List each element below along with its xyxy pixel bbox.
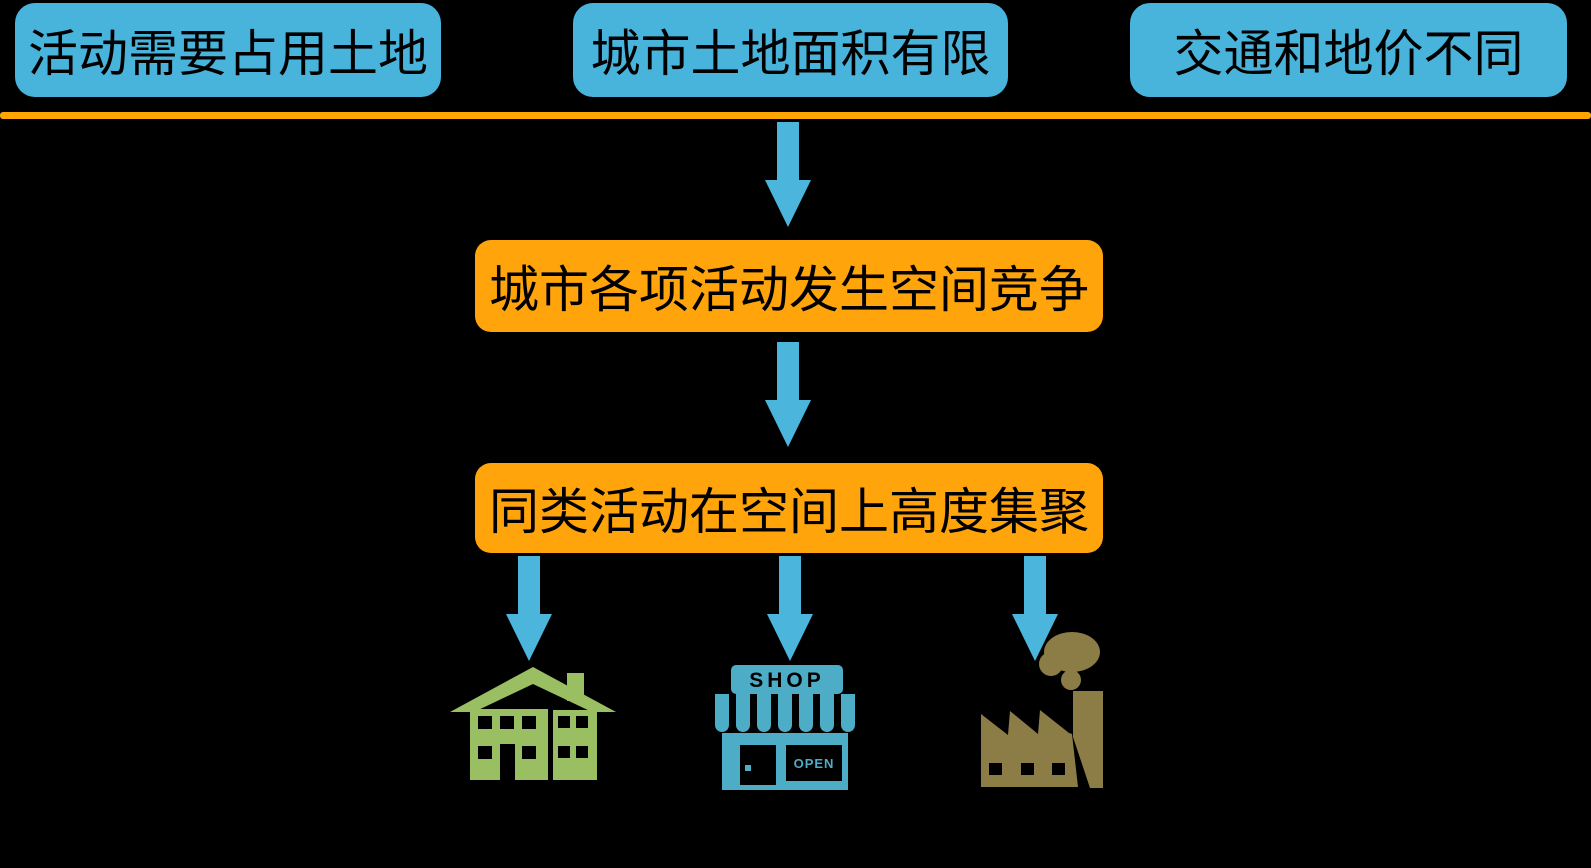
result-box-spatial-competition: 城市各项活动发生空间竞争 bbox=[475, 240, 1103, 332]
door-handle bbox=[745, 765, 751, 771]
down-arrow-icon bbox=[1012, 556, 1058, 661]
shop-icon: SHOP OPEN bbox=[715, 665, 855, 790]
down-arrow-icon bbox=[765, 342, 811, 447]
cause-box-label: 城市土地面积有限 bbox=[590, 26, 991, 82]
cause-box-transport-and-land-price: 交通和地价不同 bbox=[1130, 3, 1567, 97]
down-arrow-icon bbox=[767, 556, 813, 661]
cause-box-limited-urban-land: 城市土地面积有限 bbox=[573, 3, 1008, 97]
result-box-label: 城市各项活动发生空间竞争 bbox=[489, 262, 1089, 318]
factory-icon bbox=[981, 632, 1103, 788]
down-arrow-icon bbox=[506, 556, 552, 661]
cause-box-label: 活动需要占用土地 bbox=[28, 26, 428, 82]
down-arrow-icon bbox=[765, 122, 811, 227]
cause-box-label: 交通和地价不同 bbox=[1173, 26, 1524, 82]
result-box-label: 同类活动在空间上高度集聚 bbox=[489, 484, 1089, 540]
house-icon bbox=[450, 667, 616, 780]
open-sign-text: OPEN bbox=[794, 756, 835, 771]
result-box-spatial-agglomeration: 同类活动在空间上高度集聚 bbox=[475, 463, 1103, 553]
shop-sign-text: SHOP bbox=[749, 669, 825, 692]
cause-box-activities-need-land: 活动需要占用土地 bbox=[15, 3, 441, 97]
divider-line bbox=[0, 112, 1591, 119]
